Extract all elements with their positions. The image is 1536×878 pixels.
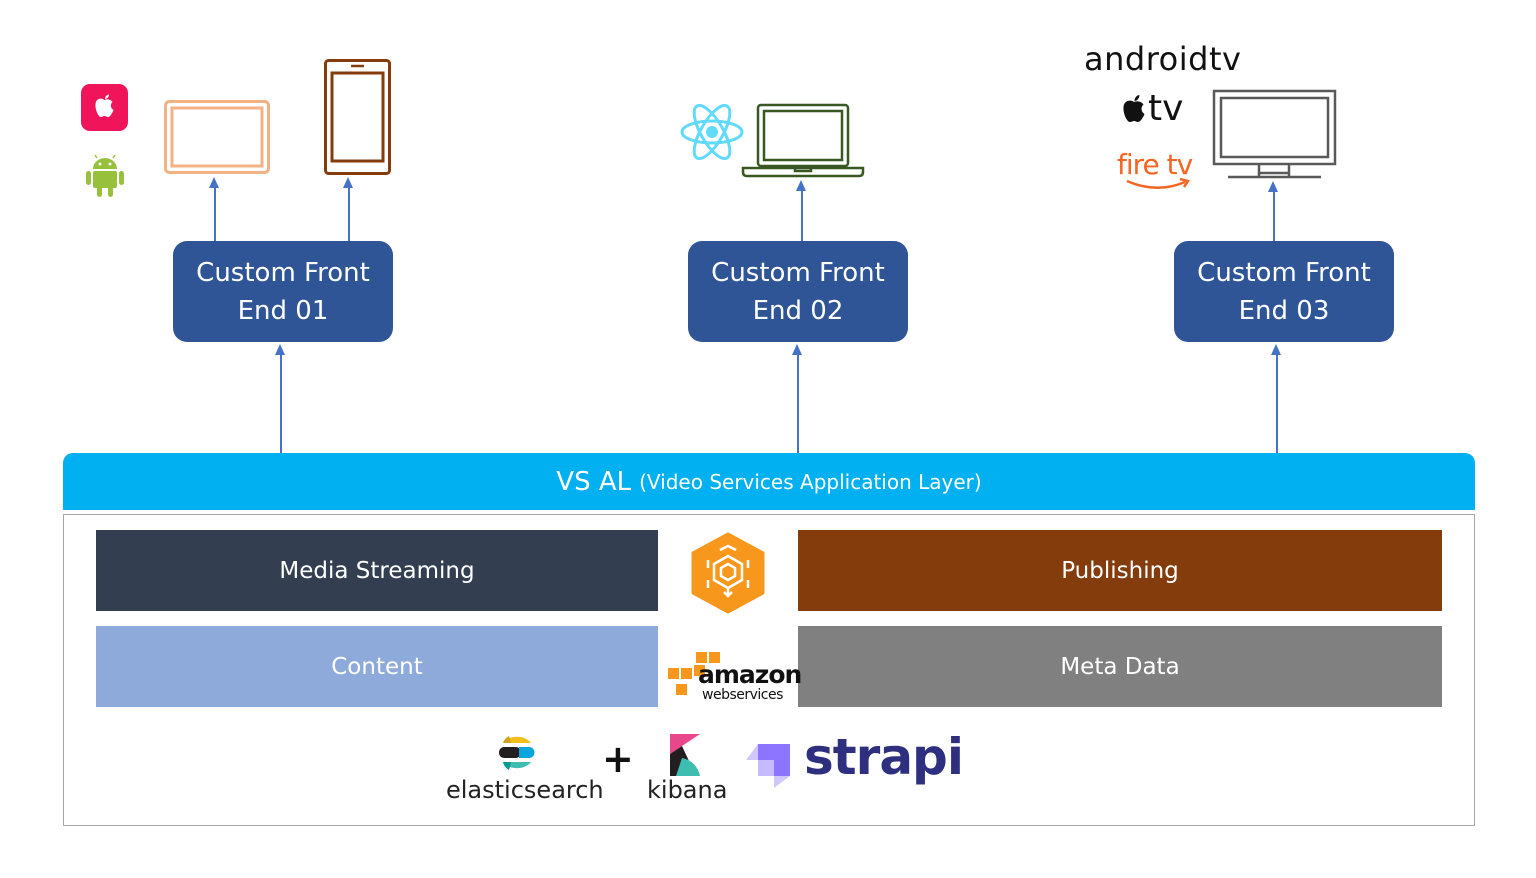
appletv-logo: tv [1122, 87, 1184, 129]
elasticsearch-logo [497, 732, 537, 776]
apple-icon [1123, 95, 1145, 122]
media-streaming-block[interactable]: Media Streaming [96, 530, 658, 611]
frontend-title: Custom Front [711, 257, 885, 288]
strapi-label: strapi [804, 728, 964, 786]
apple-app-store-icon [81, 84, 128, 131]
connector-line [214, 187, 216, 241]
layer-title: VS AL [556, 466, 632, 497]
application-layer-header[interactable]: VS AL (Video Services Application Layer) [63, 453, 1475, 510]
aws-media-services-icon [690, 532, 766, 614]
frontend-title: Custom Front [1197, 257, 1371, 288]
arrow-head [792, 344, 802, 355]
connector-line [1276, 354, 1278, 453]
arrow-head [1268, 181, 1278, 192]
connector-line [348, 187, 350, 241]
android-icon [84, 152, 126, 198]
smartphone-icon [324, 59, 391, 175]
frontend-box-01[interactable]: Custom Front End 01 [173, 241, 393, 342]
connector-line [280, 354, 282, 453]
androidtv-logo: androidtv [1084, 40, 1242, 78]
firetv-logo: fire tv [1117, 148, 1197, 194]
television-icon [1212, 89, 1337, 181]
connector-line [797, 354, 799, 453]
aws-amazon-text: amazon [698, 660, 802, 689]
frontend-title: Custom Front [196, 257, 370, 288]
connector-line [801, 190, 803, 241]
plus-sign: + [602, 737, 634, 781]
layer-subtitle: (Video Services Application Layer) [639, 469, 982, 494]
arrow-head [796, 180, 806, 191]
arrow-head [343, 177, 353, 188]
aws-cubes-icon [668, 652, 720, 695]
tablet-icon [164, 100, 270, 174]
frontend-subtitle: End 01 [237, 295, 329, 326]
aws-webservices-text: webservices [702, 687, 783, 703]
amazon-smile-icon [1126, 178, 1191, 189]
frontend-subtitle: End 02 [752, 295, 844, 326]
frontend-box-03[interactable]: Custom Front End 03 [1174, 241, 1394, 342]
arrow-head [275, 344, 285, 355]
block-label: Content [331, 653, 423, 680]
frontend-box-02[interactable]: Custom Front End 02 [688, 241, 908, 342]
laptop-icon [741, 103, 865, 178]
connector-line [1273, 191, 1275, 241]
aws-logo: amazon webservices [666, 650, 802, 706]
strapi-icon [744, 742, 792, 790]
content-block[interactable]: Content [96, 626, 658, 707]
kibana-logo [668, 732, 702, 776]
block-label: Publishing [1061, 557, 1179, 584]
react-icon [679, 102, 745, 162]
arrow-head [1271, 344, 1281, 355]
kibana-label: kibana [647, 776, 728, 804]
arrow-head [209, 177, 219, 188]
block-label: Media Streaming [279, 557, 475, 584]
elasticsearch-label: elasticsearch [446, 776, 604, 804]
frontend-subtitle: End 03 [1238, 295, 1330, 326]
meta-data-block[interactable]: Meta Data [798, 626, 1442, 707]
publishing-block[interactable]: Publishing [798, 530, 1442, 611]
block-label: Meta Data [1060, 653, 1180, 680]
appletv-text: tv [1148, 87, 1184, 129]
